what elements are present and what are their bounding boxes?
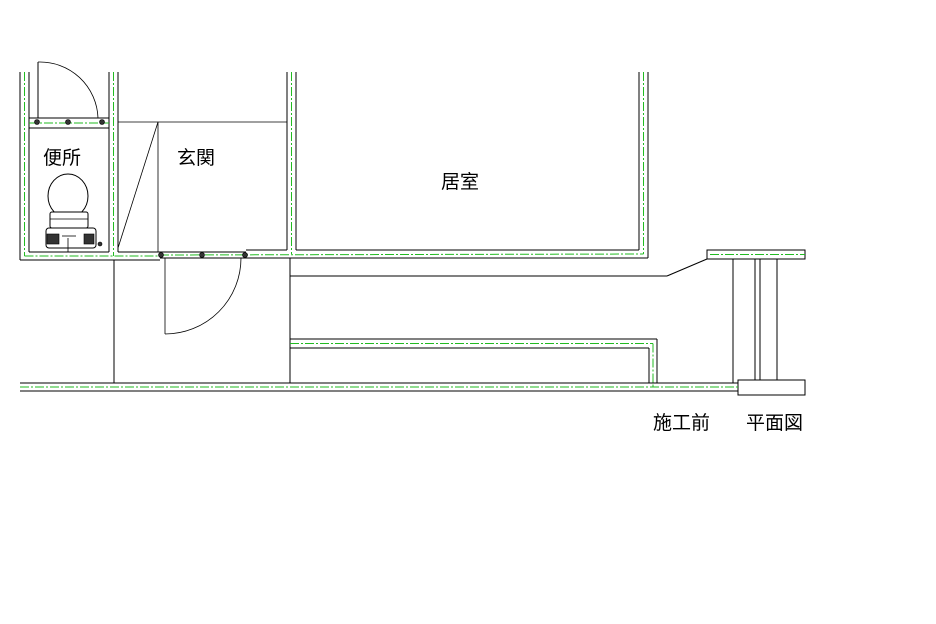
room-label-living: 居室 (441, 171, 479, 193)
walls (19, 62, 806, 396)
toilet-door (34, 61, 105, 125)
entrance-door (158, 252, 248, 335)
wall-center-lines (20, 72, 805, 388)
room-label-entrance: 玄関 (177, 147, 215, 169)
toilet-fixture-icon (45, 173, 103, 252)
room-label-toilet: 便所 (43, 147, 81, 169)
caption-stage: 施工前 (653, 412, 710, 434)
caption-view: 平面図 (746, 412, 803, 434)
